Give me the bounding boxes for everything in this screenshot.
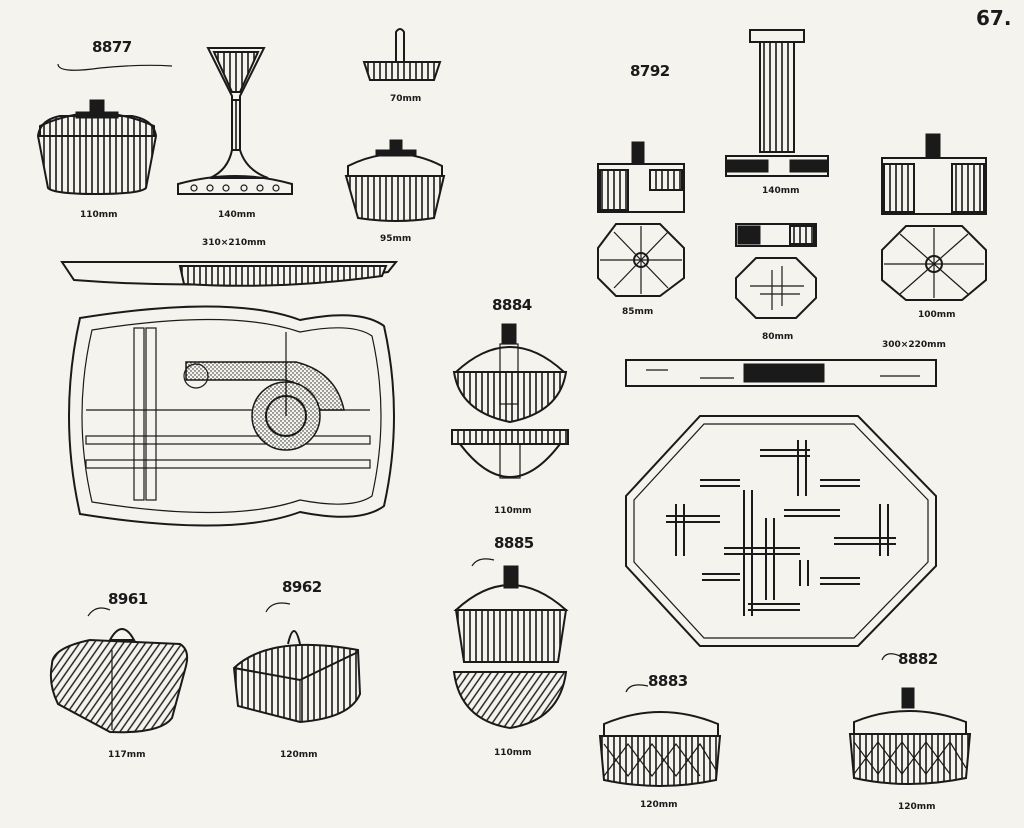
box-8962 (232, 630, 362, 724)
bowl-8884 (451, 323, 569, 479)
dimension-label: 110mm (494, 748, 532, 758)
dimension-label: 100mm (918, 310, 956, 320)
dimension-label: 310×210mm (202, 238, 266, 248)
basket-8877-small (362, 28, 442, 81)
dimension-label: 120mm (640, 800, 678, 810)
box-8883 (598, 711, 722, 787)
dimension-label: 85mm (622, 307, 654, 317)
dimension-label: 120mm (898, 802, 936, 812)
product-number-8962: 8962 (282, 578, 322, 596)
candlestick-8792 (725, 29, 829, 177)
dimension-label: 140mm (218, 210, 256, 220)
dimension-label: 110mm (494, 506, 532, 516)
bowl-8885 (452, 565, 569, 730)
product-number-8883: 8883 (648, 672, 688, 690)
tray-8877-side (60, 261, 399, 287)
product-number-8884: 8884 (492, 296, 532, 314)
box-8792-large-side (881, 133, 987, 215)
product-number-8882: 8882 (898, 650, 938, 668)
label-swashes (57, 63, 901, 693)
dimension-label: 80mm (762, 332, 794, 342)
box-8882 (848, 687, 972, 785)
product-number-8792: 8792 (630, 62, 670, 80)
box-8961 (49, 628, 189, 734)
page-number: 67. (976, 6, 1012, 30)
tray-8792-top (625, 415, 937, 647)
dimension-label: 300×220mm (882, 340, 946, 350)
bowl-8877-large (36, 99, 158, 196)
dimension-label: 120mm (280, 750, 318, 760)
box-8792-large-top (881, 225, 987, 301)
dimension-label: 117mm (108, 750, 146, 760)
tray-8877-top (68, 305, 395, 527)
product-number-8877: 8877 (92, 38, 132, 56)
product-number-8885: 8885 (494, 534, 534, 552)
box-8792-small-side (597, 141, 685, 213)
dimension-label: 70mm (390, 94, 422, 104)
dimension-label: 110mm (80, 210, 118, 220)
box-8792-medium (735, 223, 817, 319)
box-8792-small-top (597, 223, 685, 297)
bowl-8877-small (344, 139, 446, 222)
dimension-label: 95mm (380, 234, 412, 244)
dimension-label: 140mm (762, 186, 800, 196)
product-number-8961: 8961 (108, 590, 148, 608)
tray-8792-side (625, 359, 937, 387)
candlestick-8877 (177, 47, 293, 195)
